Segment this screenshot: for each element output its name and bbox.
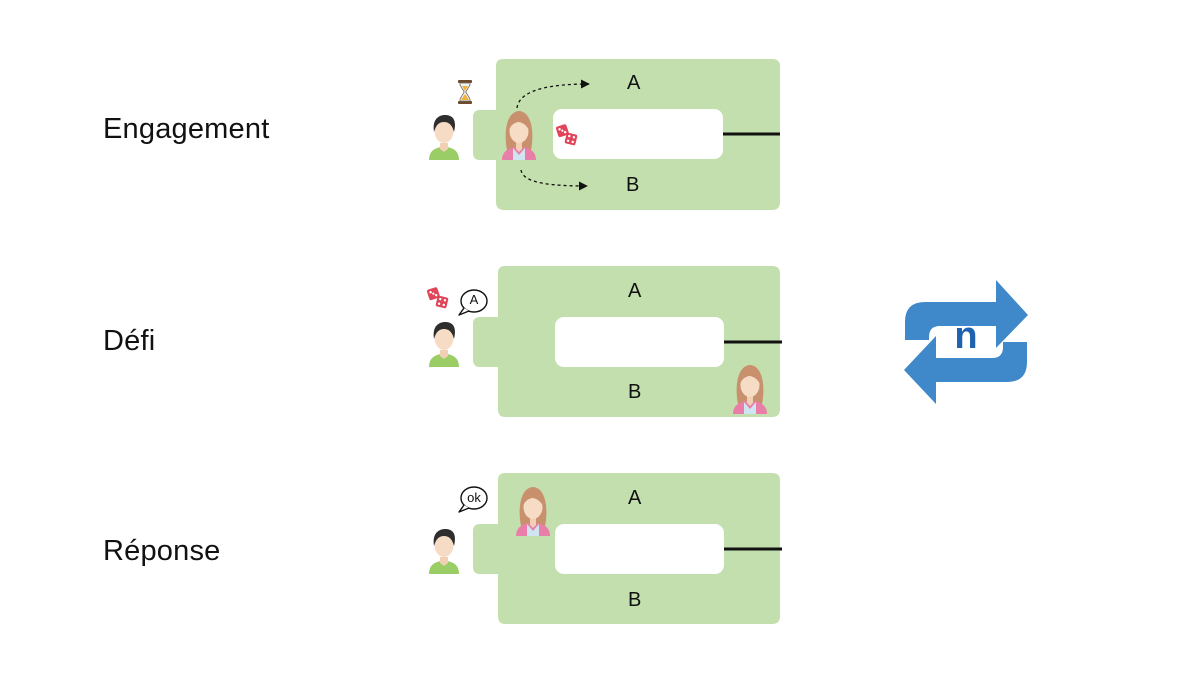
bubble-text: ok <box>467 490 481 505</box>
dashed-arrow-icon <box>516 79 590 191</box>
repeat-count-label: n <box>954 315 978 357</box>
woman-avatar-icon <box>514 482 552 536</box>
engagement-letter-b: B <box>626 174 640 196</box>
defi-panel <box>473 266 782 417</box>
man-avatar-icon <box>427 524 461 574</box>
reponse-panel <box>473 473 782 624</box>
engagement-slot <box>553 109 723 159</box>
reponse-letter-a: A <box>628 487 642 509</box>
defi-letter-b: B <box>628 381 642 403</box>
dice-icon <box>427 287 449 309</box>
bubble-text: A <box>469 292 479 307</box>
hourglass-icon <box>458 80 472 104</box>
woman-avatar-icon <box>500 106 538 160</box>
man-avatar-icon <box>427 317 461 367</box>
dice-icon <box>556 124 578 146</box>
stage-label-reponse: Réponse <box>103 535 221 567</box>
repeat-arrows-icon <box>904 280 1028 404</box>
woman-avatar-icon <box>731 360 769 414</box>
engagement-panel <box>473 59 780 210</box>
defi-slot <box>555 317 724 367</box>
reponse-letter-b: B <box>628 589 642 611</box>
stage-label-defi: Défi <box>103 325 156 357</box>
reponse-slot <box>555 524 724 574</box>
stage-label-engagement: Engagement <box>103 113 270 145</box>
engagement-letter-a: A <box>627 72 641 94</box>
man-avatar-icon <box>427 110 461 160</box>
defi-letter-a: A <box>628 280 642 302</box>
